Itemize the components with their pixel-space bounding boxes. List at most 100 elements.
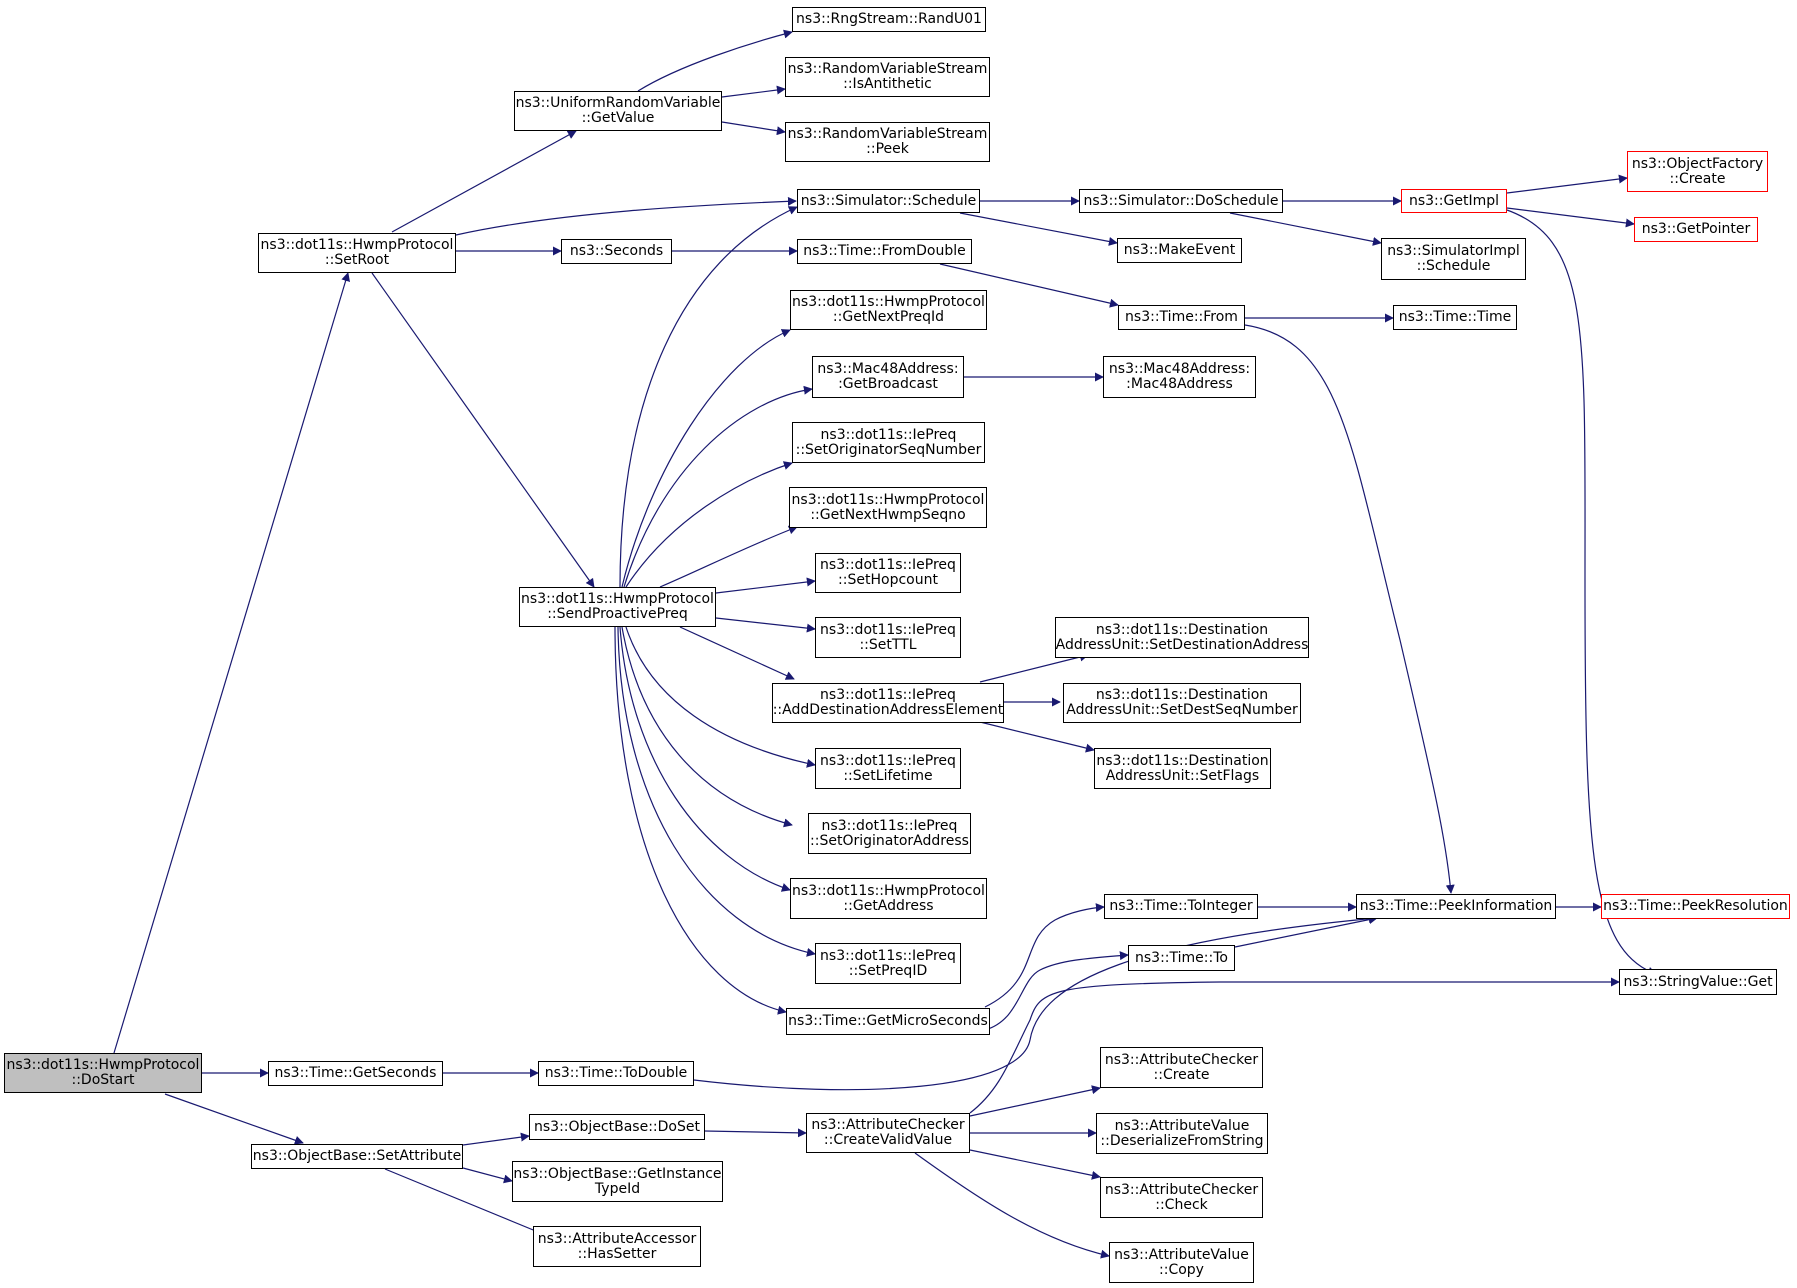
edge-getimpl-getpointer xyxy=(1506,207,1635,228)
node-mac48-mac48address[interactable]: ns3::Mac48Address: :Mac48Address xyxy=(1103,356,1256,398)
node-attributechecker-create[interactable]: ns3::AttributeChecker ::Create xyxy=(1100,1047,1263,1088)
node-getimpl[interactable]: ns3::GetImpl xyxy=(1401,189,1507,213)
node-attributechecker-createvalidvalue[interactable]: ns3::AttributeChecker ::CreateValidValue xyxy=(806,1113,970,1153)
edge-urv-randu01 xyxy=(637,29,793,92)
node-iepreq-setttl[interactable]: ns3::dot11s::IePreq ::SetTTL xyxy=(815,617,961,658)
node-label: ::GetNextHwmpSeqno xyxy=(810,506,966,523)
node-iepreq-setlifetime[interactable]: ns3::dot11s::IePreq ::SetLifetime xyxy=(815,748,961,789)
node-getpointer[interactable]: ns3::GetPointer xyxy=(1634,217,1758,242)
node-label: ns3::ObjectBase::SetAttribute xyxy=(252,1148,462,1164)
node-time-to[interactable]: ns3::Time::To xyxy=(1128,945,1235,971)
node-label: ns3::dot11s::HwmpProtocol xyxy=(6,1057,200,1073)
node-urv-getvalue[interactable]: ns3::UniformRandomVariable ::GetValue xyxy=(514,91,722,131)
node-label: ns3::ObjectBase::DoSet xyxy=(534,1118,700,1135)
node-hwmp-getaddress[interactable]: ns3::dot11s::HwmpProtocol ::GetAddress xyxy=(790,878,987,919)
node-objectbase-getinstancetypeid[interactable]: ns3::ObjectBase::GetInstance TypeId xyxy=(512,1161,723,1202)
node-iepreq-setoriginatoraddress[interactable]: ns3::dot11s::IePreq ::SetOriginatorAddre… xyxy=(808,813,971,854)
edge-setroot-schedule xyxy=(455,196,797,236)
node-label: ns3::UniformRandomVariable xyxy=(515,95,721,111)
node-time-tointeger[interactable]: ns3::Time::ToInteger xyxy=(1104,894,1258,919)
node-makeevent[interactable]: ns3::MakeEvent xyxy=(1117,238,1242,263)
node-label: ns3::AttributeAccessor xyxy=(537,1230,697,1247)
node-objectbase-setattribute[interactable]: ns3::ObjectBase::SetAttribute xyxy=(251,1144,463,1169)
edge-spp-setlifetime xyxy=(625,626,816,768)
node-label: ::DeserializeFromString xyxy=(1100,1132,1264,1149)
node-label: ::SetOriginatorSeqNumber xyxy=(795,441,982,458)
node-hwmp-sendproactivepreq[interactable]: ns3::dot11s::HwmpProtocol ::SendProactiv… xyxy=(519,587,716,627)
node-label: ::Schedule xyxy=(1416,258,1491,274)
edge-cvv-copy xyxy=(914,1152,1110,1259)
edge-todouble-peekinformation xyxy=(693,914,1378,1091)
node-label: ns3::GetImpl xyxy=(1408,192,1499,209)
node-label: ns3::AttributeChecker xyxy=(1104,1181,1259,1198)
node-iepreq-setpreqid[interactable]: ns3::dot11s::IePreq ::SetPreqID xyxy=(815,943,961,984)
node-time-todouble[interactable]: ns3::Time::ToDouble xyxy=(538,1061,694,1086)
node-label: ns3::AttributeValue xyxy=(1114,1246,1249,1263)
node-simulator-schedule[interactable]: ns3::Simulator::Schedule xyxy=(797,189,980,213)
node-iepreq-setoriginatorseqnumber[interactable]: ns3::dot11s::IePreq ::SetOriginatorSeqNu… xyxy=(792,422,985,463)
node-time-time[interactable]: ns3::Time::Time xyxy=(1393,305,1517,330)
node-destaddrunit-setflags[interactable]: ns3::dot11s::Destination AddressUnit::Se… xyxy=(1094,748,1271,789)
node-simulator-doschedule[interactable]: ns3::Simulator::DoSchedule xyxy=(1079,189,1283,213)
edge-timefrom-peekinformation xyxy=(1244,324,1455,894)
node-label: ::SetHopcount xyxy=(838,572,938,588)
node-label: ns3::RngStream::RandU01 xyxy=(796,11,982,27)
node-label: ns3::Time::Time xyxy=(1398,309,1512,325)
node-time-getseconds[interactable]: ns3::Time::GetSeconds xyxy=(268,1061,443,1086)
node-destaddrunit-setdestseqnumber[interactable]: ns3::dot11s::Destination AddressUnit::Se… xyxy=(1063,683,1301,723)
edge-fromdouble-timefrom xyxy=(939,263,1119,308)
node-iepreq-sethopcount[interactable]: ns3::dot11s::IePreq ::SetHopcount xyxy=(815,553,961,593)
node-hwmp-getnextpreqid[interactable]: ns3::dot11s::HwmpProtocol ::GetNextPreqI… xyxy=(790,290,987,330)
node-rngstream-randu01[interactable]: ns3::RngStream::RandU01 xyxy=(792,7,986,32)
node-label: TypeId xyxy=(594,1180,641,1197)
node-mac48-getbroadcast[interactable]: ns3::Mac48Address: :GetBroadcast xyxy=(812,356,964,398)
edge-spp-getnexthwmpseqno xyxy=(659,525,798,588)
node-attributevalue-copy[interactable]: ns3::AttributeValue ::Copy xyxy=(1109,1242,1254,1283)
edge-spp-setpreqid xyxy=(617,626,816,957)
node-label: ns3::AttributeChecker xyxy=(1104,1051,1259,1068)
node-label: ns3::Time::From xyxy=(1125,309,1238,325)
node-label: ns3::dot11s::IePreq xyxy=(820,557,956,573)
node-objectfactory-create[interactable]: ns3::ObjectFactory ::Create xyxy=(1627,151,1768,192)
node-simulatorimpl-schedule[interactable]: ns3::SimulatorImpl ::Schedule xyxy=(1381,238,1526,280)
edge-getmicroseconds-tointeger xyxy=(984,903,1105,1008)
node-seconds[interactable]: ns3::Seconds xyxy=(561,239,672,264)
node-label: ns3::Time::PeekResolution xyxy=(1603,898,1788,914)
node-label: ns3::dot11s::HwmpProtocol xyxy=(792,294,985,310)
node-rvs-peek[interactable]: ns3::RandomVariableStream ::Peek xyxy=(785,122,990,162)
node-label: ns3::Time::FromDouble xyxy=(803,243,966,259)
edge-spp-setoriginatoraddress xyxy=(621,626,793,828)
node-label: ns3::Time::GetMicroSeconds xyxy=(788,1013,988,1029)
node-label: ns3::RandomVariableStream xyxy=(787,61,988,77)
node-label: :Mac48Address xyxy=(1126,376,1233,392)
node-time-peekresolution[interactable]: ns3::Time::PeekResolution xyxy=(1601,894,1790,919)
node-time-fromdouble[interactable]: ns3::Time::FromDouble xyxy=(797,239,972,264)
edge-spp-getbroadcast xyxy=(623,385,813,588)
node-attributeaccessor-hassetter[interactable]: ns3::AttributeAccessor ::HasSetter xyxy=(533,1226,701,1267)
node-hwmp-getnexthwmpseqno[interactable]: ns3::dot11s::HwmpProtocol ::GetNextHwmpS… xyxy=(789,487,987,528)
node-time-from[interactable]: ns3::Time::From xyxy=(1118,305,1245,330)
node-stringvalue-get[interactable]: ns3::StringValue::Get xyxy=(1619,969,1777,995)
node-label: ns3::dot11s::Destination xyxy=(1095,687,1269,703)
node-objectbase-doset[interactable]: ns3::ObjectBase::DoSet xyxy=(529,1114,705,1140)
node-time-getmicroseconds[interactable]: ns3::Time::GetMicroSeconds xyxy=(786,1008,990,1035)
node-label: ns3::dot11s::IePreq xyxy=(820,687,956,703)
node-label: ::DoStart xyxy=(71,1072,135,1088)
node-label: ns3::GetPointer xyxy=(1641,221,1751,237)
edge-dostart-setattribute xyxy=(164,1093,304,1145)
node-label: ns3::ObjectFactory xyxy=(1631,155,1764,172)
node-attributechecker-check[interactable]: ns3::AttributeChecker ::Check xyxy=(1100,1177,1263,1218)
node-hwmp-setroot[interactable]: ns3::dot11s::HwmpProtocol ::SetRoot xyxy=(258,233,456,273)
node-label: ns3::Time::GetSeconds xyxy=(274,1065,437,1081)
node-label: ns3::Mac48Address: xyxy=(817,361,959,377)
node-label: ns3::RandomVariableStream xyxy=(787,126,988,142)
node-label: ::SetLifetime xyxy=(843,767,933,784)
node-iepreq-adddestinationaddresselement[interactable]: ns3::dot11s::IePreq ::AddDestinationAddr… xyxy=(772,683,1004,723)
node-time-peekinformation[interactable]: ns3::Time::PeekInformation xyxy=(1356,894,1556,919)
node-label: ns3::Time::ToDouble xyxy=(544,1065,688,1081)
node-rvs-isantithetic[interactable]: ns3::RandomVariableStream ::IsAntithetic xyxy=(785,57,990,97)
edge-urv-peek xyxy=(721,121,786,136)
node-destaddrunit-setdestinationaddress[interactable]: ns3::dot11s::Destination AddressUnit::Se… xyxy=(1055,617,1309,658)
node-attributevalue-deserializefromstring[interactable]: ns3::AttributeValue ::DeserializeFromStr… xyxy=(1096,1113,1268,1154)
